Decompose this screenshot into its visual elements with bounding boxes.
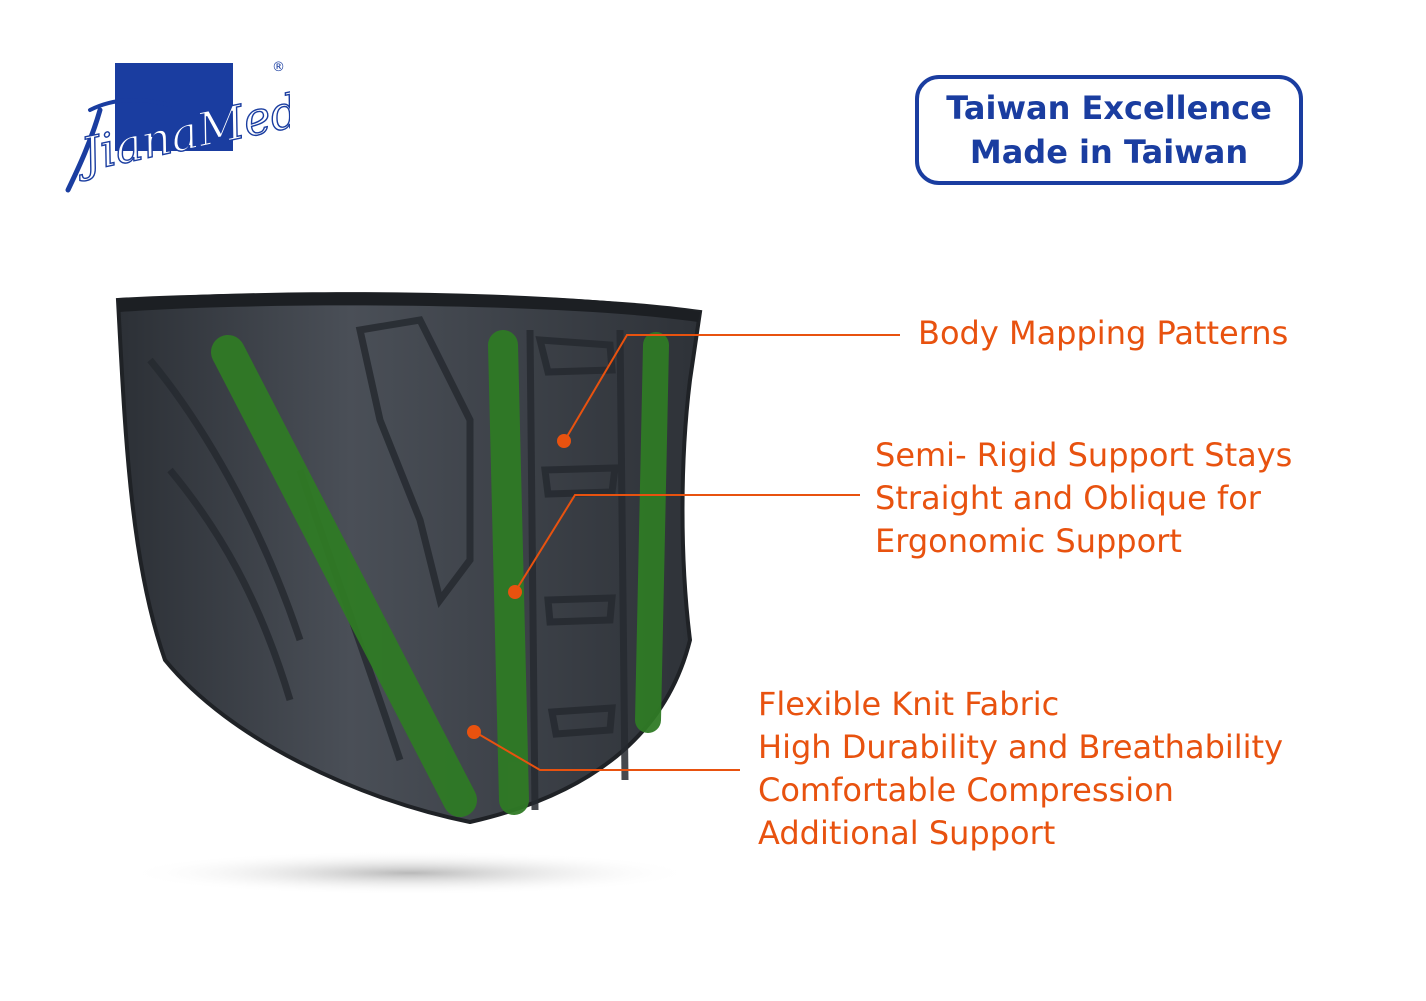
badge-line-1: Taiwan Excellence xyxy=(946,89,1272,127)
callout-line: Flexible Knit Fabric xyxy=(758,685,1060,723)
callout-body-mapping: Body Mapping Patterns xyxy=(918,312,1288,355)
callout-dot-icon xyxy=(467,434,571,739)
callout-line: Body Mapping Patterns xyxy=(918,314,1289,352)
callout-knit-fabric: Flexible Knit Fabric High Durability and… xyxy=(758,683,1283,855)
brand-logo-icon: ® JianaMed xyxy=(65,60,290,193)
badge-line-2: Made in Taiwan xyxy=(969,133,1249,171)
callout-line: High Durability and Breathability xyxy=(758,728,1284,766)
callout-line: Semi- Rigid Support Stays xyxy=(875,436,1293,474)
taiwan-excellence-badge: Taiwan Excellence Made in Taiwan xyxy=(915,75,1303,185)
callout-line: Straight and Oblique for xyxy=(875,479,1261,517)
svg-text:®: ® xyxy=(272,60,285,75)
callout-line: Additional Support xyxy=(758,814,1056,852)
callout-line: Ergonomic Support xyxy=(875,522,1182,560)
callout-support-stays: Semi- Rigid Support Stays Straight and O… xyxy=(875,434,1292,563)
callout-line: Comfortable Compression xyxy=(758,771,1174,809)
